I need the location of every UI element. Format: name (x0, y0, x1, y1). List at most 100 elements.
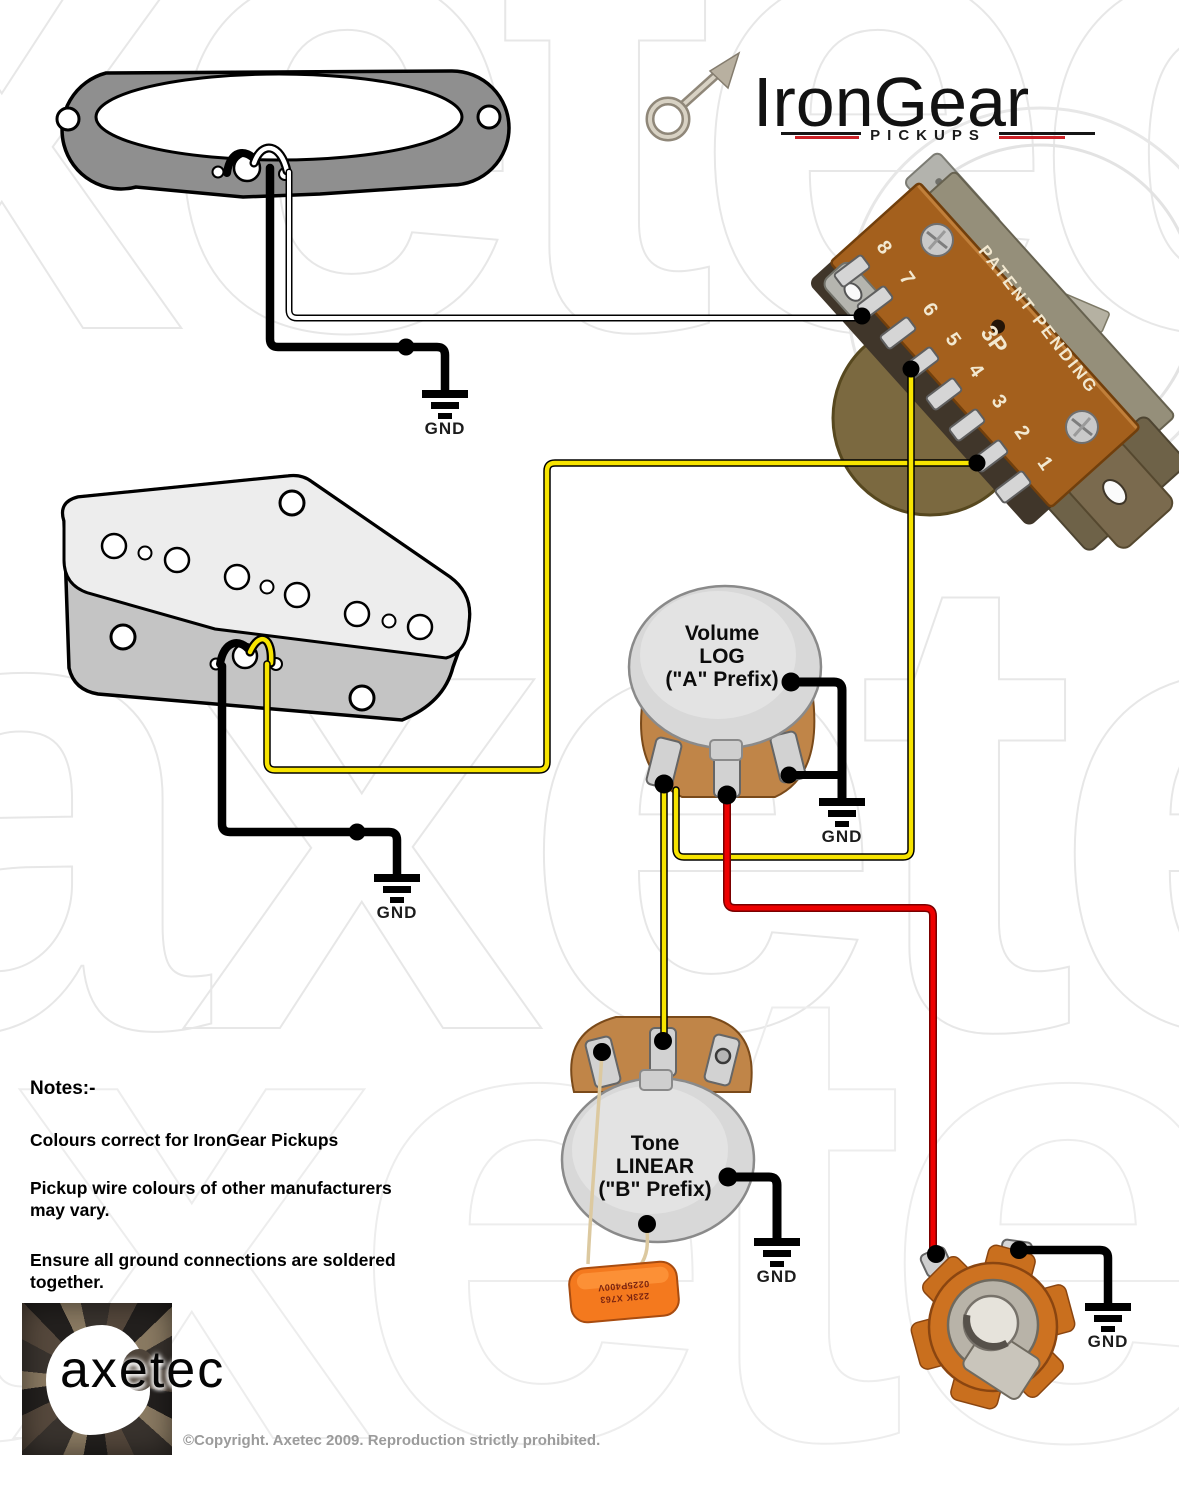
pole-piece (100, 532, 128, 560)
wire-top-pickup-hot-outline (285, 168, 862, 322)
joint-volume-lug3 (780, 766, 798, 784)
mounting-hole (476, 104, 502, 130)
output-jack (910, 1238, 1076, 1410)
pot-casing-highlight (640, 591, 796, 719)
pickup-bottom (60, 473, 472, 722)
jack-hole-shadow (963, 1314, 1009, 1350)
cap-lead-left (586, 1051, 604, 1265)
volume-pot-label-2: LOG (699, 645, 745, 668)
joint-bottom-ground (348, 823, 366, 841)
joint-top-ground (397, 338, 415, 356)
pole-piece (343, 600, 371, 628)
brand-rule: PICKUPS (781, 127, 1095, 144)
axetec-logo-image (22, 1303, 172, 1455)
tone-pot-label-1: Tone (631, 1132, 680, 1155)
wiring (217, 163, 1113, 1308)
joint-tone-casing (718, 1167, 738, 1187)
rule-bar (999, 132, 1095, 135)
pole-piece-small (259, 579, 275, 595)
pot-casing-highlight (572, 1086, 728, 1214)
string-winder-icon (645, 51, 741, 142)
brand-sub-text: PICKUPS (870, 127, 986, 144)
pole-piece (163, 546, 191, 574)
joint-cap-casing (638, 1215, 656, 1233)
pole-piece (223, 563, 251, 591)
pole-piece (283, 581, 311, 609)
brand-logo-text: IronGear (753, 63, 1030, 141)
gnd-label: GND (377, 903, 418, 922)
tone-pot: Tone LINEAR ("B" Prefix) (560, 1016, 756, 1244)
notes-title: Notes:- (30, 1078, 96, 1099)
gnd-label: GND (425, 419, 466, 438)
ground-symbols: GND GND GND GND GND (374, 390, 1131, 1351)
wire-jack-sleeve-ground (1014, 1245, 1113, 1308)
joint-jack-sleeve (1010, 1241, 1028, 1259)
notes-line: Ensure all ground connections are solder… (30, 1249, 396, 1292)
casing-tab (709, 739, 743, 761)
joint-jack-tip (927, 1245, 945, 1263)
capacitor-sheen (576, 1266, 669, 1290)
joint-tone-lug (593, 1043, 611, 1061)
wire-top-pickup-hot-white (287, 170, 860, 320)
rule-bar (781, 132, 861, 135)
pole-piece (406, 613, 434, 641)
yellow-wire-curl (247, 637, 274, 666)
wire-top-pickup-ground-black (265, 163, 450, 395)
joint-volume-casing (781, 672, 801, 692)
pole-piece-small (381, 613, 397, 629)
jack-hole (962, 1294, 1020, 1352)
selector-switch: 1 2 3 4 5 6 7 8 3P PATENT PENDING (811, 152, 1179, 551)
pole-piece-small (137, 545, 153, 561)
joint-volume-lug1 (654, 774, 674, 794)
ground-symbol-tone: GND (754, 1238, 800, 1286)
joint-volume-wiper (717, 785, 737, 805)
gnd-label: GND (822, 827, 863, 846)
wire-volume-casing-ground (786, 677, 847, 803)
board-hole (991, 319, 1006, 334)
joint-switch-t2 (968, 454, 986, 472)
volume-pot: Volume LOG ("A" Prefix) (627, 584, 823, 798)
ground-symbol-jack: GND (1085, 1303, 1131, 1351)
wire-switch-to-volume-yellow (673, 363, 914, 860)
ground-symbol-volume: GND (819, 798, 865, 846)
switch-screw (920, 223, 954, 257)
solder-joints (348, 307, 1028, 1263)
capacitor-marking-1: 223K X763 (599, 1291, 649, 1305)
wire-bottom-pickup-ground-black (217, 661, 402, 879)
wire-hole (211, 165, 225, 179)
empty-lug-hole (714, 1047, 732, 1065)
rule-bar (795, 136, 859, 139)
white-wire-curl (251, 145, 290, 174)
capacitor-marking-2: 0225P400V (597, 1279, 649, 1293)
joint-switch-t5 (902, 360, 920, 378)
gnd-label: GND (1088, 1332, 1129, 1351)
tone-pot-label-3: ("B" Prefix) (598, 1178, 711, 1201)
wire-tone-casing-ground (723, 1172, 782, 1243)
notes-block: Notes:- Colours correct for IronGear Pic… (30, 1078, 412, 1293)
ground-symbol-bottom-pickup: GND (374, 874, 420, 922)
notes-line: Colours correct for IronGear Pickups (30, 1130, 339, 1150)
ground-symbol-top-pickup: GND (422, 390, 468, 438)
axetec-logo-text: axetec (60, 1341, 226, 1399)
mounting-hole (278, 489, 306, 517)
joint-switch-t7 (853, 307, 871, 325)
tone-capacitor: 223K X763 0225P400V (568, 1051, 680, 1324)
wire-bottom-pickup-hot-yellow (264, 460, 976, 773)
mounting-hole (348, 684, 376, 712)
pickup-top-opening (94, 72, 464, 162)
volume-pot-label-3: ("A" Prefix) (665, 668, 778, 691)
mount-ear-hole (1102, 478, 1128, 506)
board-highlight (917, 184, 1138, 429)
volume-pot-label-1: Volume (685, 622, 759, 645)
mounting-hole (55, 106, 81, 132)
mounting-hole (109, 623, 137, 651)
axetec-logo-notch (122, 1349, 156, 1391)
wire-volume-to-jack-red (724, 792, 936, 1251)
casing-tab (639, 1069, 673, 1091)
tone-pot-label-2: LINEAR (616, 1155, 694, 1178)
gnd-label: GND (757, 1267, 798, 1286)
rule-bar (999, 136, 1065, 139)
switch-wafer-board (830, 182, 1140, 508)
switch-screw (1065, 410, 1099, 444)
